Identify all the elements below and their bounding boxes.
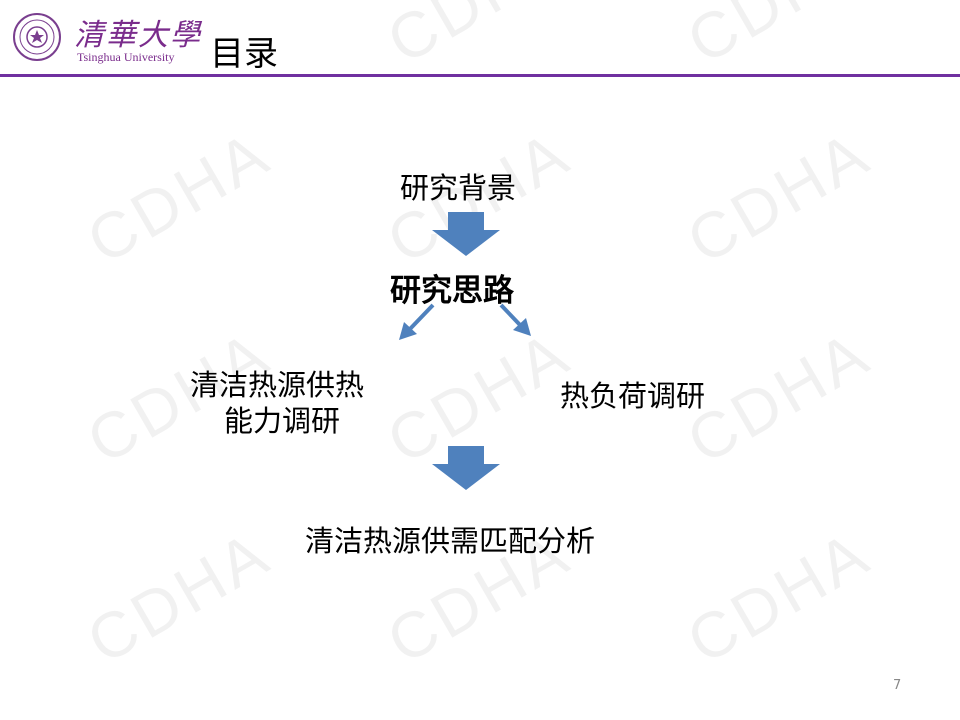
step-supply-demand-analysis: 清洁热源供需匹配分析 — [305, 524, 596, 558]
down-arrow-icon — [432, 212, 500, 256]
down-arrow-icon — [432, 446, 500, 490]
page-number: 7 — [893, 678, 902, 693]
watermark: CDHA — [75, 516, 283, 678]
university-seal-icon — [13, 13, 61, 61]
left-branch-line2: 能力调研 — [224, 404, 341, 438]
watermark: CDHA — [675, 116, 883, 278]
step-research-approach: 研究思路 — [390, 273, 514, 309]
split-arrows-icon — [399, 303, 531, 340]
left-branch-line1: 清洁热源供热 — [190, 368, 365, 402]
right-branch-heat-load: 热负荷调研 — [560, 379, 706, 413]
header-divider — [0, 74, 960, 77]
page-title: 目录 — [210, 34, 278, 74]
step-research-background: 研究背景 — [400, 171, 517, 205]
watermark: CDHA — [675, 516, 883, 678]
watermark: CDHA — [375, 0, 583, 78]
logo-chinese-name: 清華大學 — [74, 18, 202, 53]
watermark: CDHA — [675, 0, 883, 78]
watermark: CDHA — [675, 316, 883, 478]
watermark: CDHA — [75, 116, 283, 278]
logo-english-name: Tsinghua University — [77, 50, 175, 64]
